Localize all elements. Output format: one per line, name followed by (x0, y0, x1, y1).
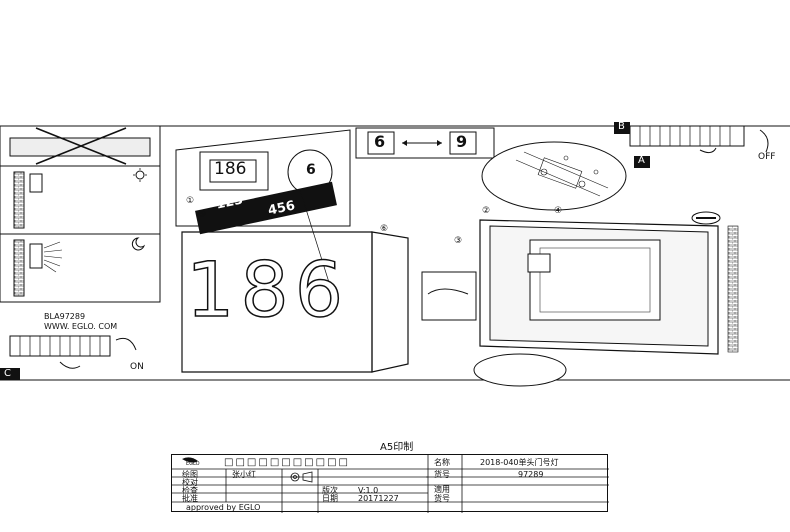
date-value: 20171227 (358, 494, 399, 503)
step-1-marker: ① (186, 196, 195, 206)
step-3-marker: ③ (454, 236, 463, 246)
row-label-proof: 校对 (182, 478, 198, 487)
digit-swap-bubble (355, 127, 495, 159)
step-2-marker: ② (482, 206, 491, 216)
dip-switch-c (9, 335, 137, 369)
marker-a: A (638, 155, 645, 166)
version-label: 版次 (322, 486, 338, 495)
swap-digit-right: 9 (456, 132, 468, 151)
row-value-draw: 张小红 (232, 470, 256, 479)
housing-assembly (421, 122, 769, 387)
main-plate (181, 231, 409, 373)
marker-c: C (4, 368, 11, 379)
wire-inset (421, 271, 477, 321)
code-label: 货号 (434, 470, 450, 479)
wall-day-icon (13, 168, 147, 229)
eglo-logo-icon (182, 457, 198, 463)
number-plate-assembly (175, 127, 495, 373)
title-boxes: □□□□□□□□□□□ (224, 457, 350, 468)
house-number-large: 186 (185, 245, 350, 334)
logo-text: EGLO (186, 461, 200, 467)
bubble-digit: 6 (306, 162, 316, 178)
model-code: BLA97289 (44, 312, 86, 321)
version-value: V:1.0 (358, 486, 379, 495)
screwdriver-icon (691, 211, 721, 225)
step-4-marker: ④ (554, 206, 563, 216)
name-value: 2018-040单头门号灯 (480, 458, 559, 467)
step-6-marker: ⑥ (380, 224, 389, 234)
approved-by: approved by EGLO (186, 503, 261, 512)
name-label: 名称 (434, 458, 450, 467)
switch-on-label: ON (130, 362, 144, 372)
website: WWW. EGLO. COM (44, 322, 118, 331)
swap-digit-left: 6 (374, 132, 386, 151)
code-value: 97289 (518, 470, 544, 479)
print-size-label: A5印制 (380, 442, 414, 453)
projection-symbol-icon (290, 471, 313, 483)
marker-b: B (618, 121, 625, 132)
detail-zoom-circle (481, 141, 627, 211)
house-number-small: 186 (214, 159, 247, 179)
row-label-draw: 绘图 (182, 470, 198, 479)
row-label-check: 检查 (182, 486, 198, 495)
no-ceiling-mount-icon (9, 127, 151, 165)
title-block: EGLO □□□□□□□□□□□ 绘图 张小红 校对 检查 批准 approve… (171, 454, 609, 513)
applicable-label: 適用 货号 (434, 485, 450, 503)
dip-switch-b (629, 125, 769, 154)
row-label-approve: 批准 (182, 494, 198, 503)
step-5-marker: ⑤ (198, 210, 207, 220)
left-panel (0, 125, 161, 380)
date-label: 日期 (322, 494, 338, 503)
wall-night-icon (13, 237, 146, 297)
switch-off-label: OFF (758, 152, 776, 162)
